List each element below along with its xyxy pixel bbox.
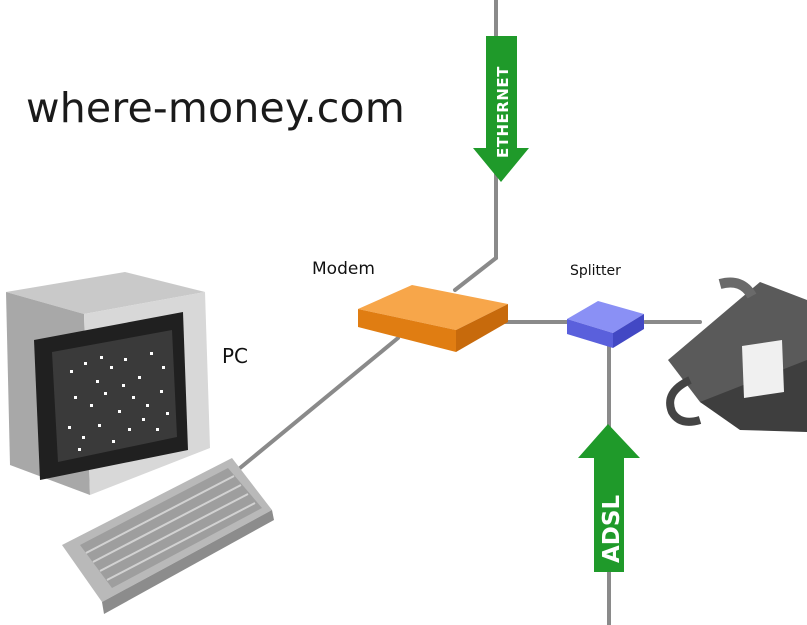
ethernet-label: ETHERNET bbox=[494, 66, 512, 158]
modem-device bbox=[358, 285, 508, 352]
pc-monitor bbox=[6, 272, 210, 495]
cable-modem-pc bbox=[238, 336, 400, 470]
telephone bbox=[666, 277, 807, 432]
modem-label: Modem bbox=[312, 259, 375, 279]
pc-keyboard bbox=[62, 458, 274, 614]
splitter-label: Splitter bbox=[570, 263, 621, 279]
ethernet-arrow: ETHERNET bbox=[473, 36, 529, 182]
screen-noise bbox=[68, 352, 169, 451]
site-watermark: where-money.com bbox=[26, 84, 405, 132]
pc-label: PC bbox=[222, 344, 249, 368]
adsl-arrow: ADSL bbox=[578, 424, 640, 572]
adsl-label: ADSL bbox=[599, 495, 625, 563]
splitter-device bbox=[567, 301, 644, 348]
cable-modem-up bbox=[453, 256, 498, 292]
